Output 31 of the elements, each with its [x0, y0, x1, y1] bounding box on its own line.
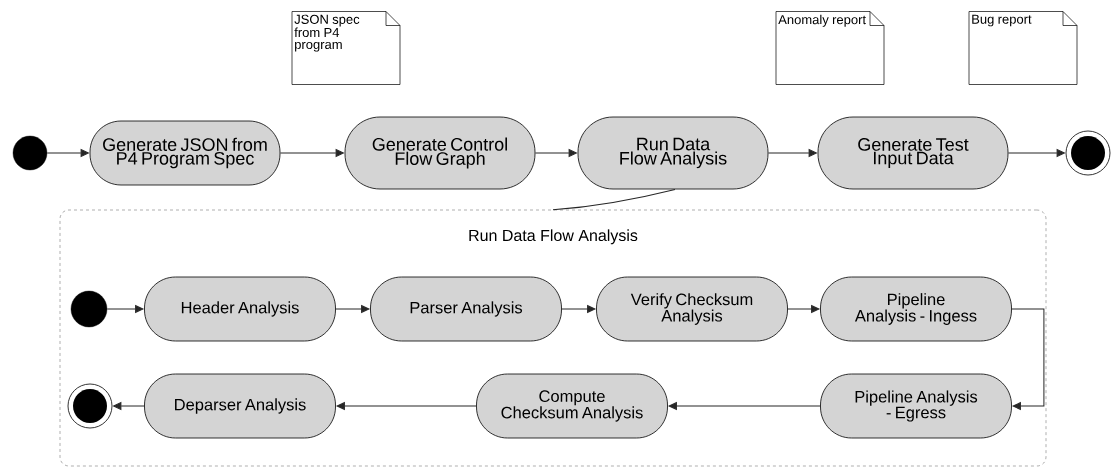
end-node [67, 383, 113, 429]
end-node [1065, 130, 1111, 176]
arrow [668, 402, 821, 410]
activity-box: Parser Analysis [370, 276, 562, 342]
activity-box: Pipeline Analysis - Egress [820, 373, 1012, 439]
activity-box: Generate Test Input Data [817, 116, 1009, 190]
arrow [336, 402, 477, 410]
activity-box: Compute Checksum Analysis [476, 373, 668, 439]
note: JSON spec from P4 program [291, 11, 401, 85]
activity-box: Verify Checksum Analysis [596, 276, 788, 342]
arrow [561, 305, 596, 313]
activity-box: Run Data Flow Analysis [577, 116, 769, 190]
note: Bug report [968, 11, 1078, 85]
arrow [113, 402, 145, 410]
arrow [279, 149, 344, 157]
activity-box: Deparser Analysis [144, 373, 336, 439]
activity-box: Header Analysis [144, 276, 336, 342]
start-node [12, 135, 48, 171]
arrow [1007, 149, 1065, 157]
arrow [335, 305, 370, 313]
arrow [767, 149, 817, 157]
activity-box: Pipeline Analysis - Ingess [820, 276, 1012, 342]
arrow [106, 305, 144, 313]
arrow [787, 305, 820, 313]
arrow [534, 149, 577, 157]
start-node [70, 290, 108, 328]
arrow [46, 149, 89, 157]
activity-box: Generate Control Flow Graph [344, 116, 536, 190]
note: Anomaly report [775, 11, 885, 85]
arrow [1011, 308, 1045, 410]
activity-box: Generate JSON from P4 Program Spec [89, 120, 281, 186]
